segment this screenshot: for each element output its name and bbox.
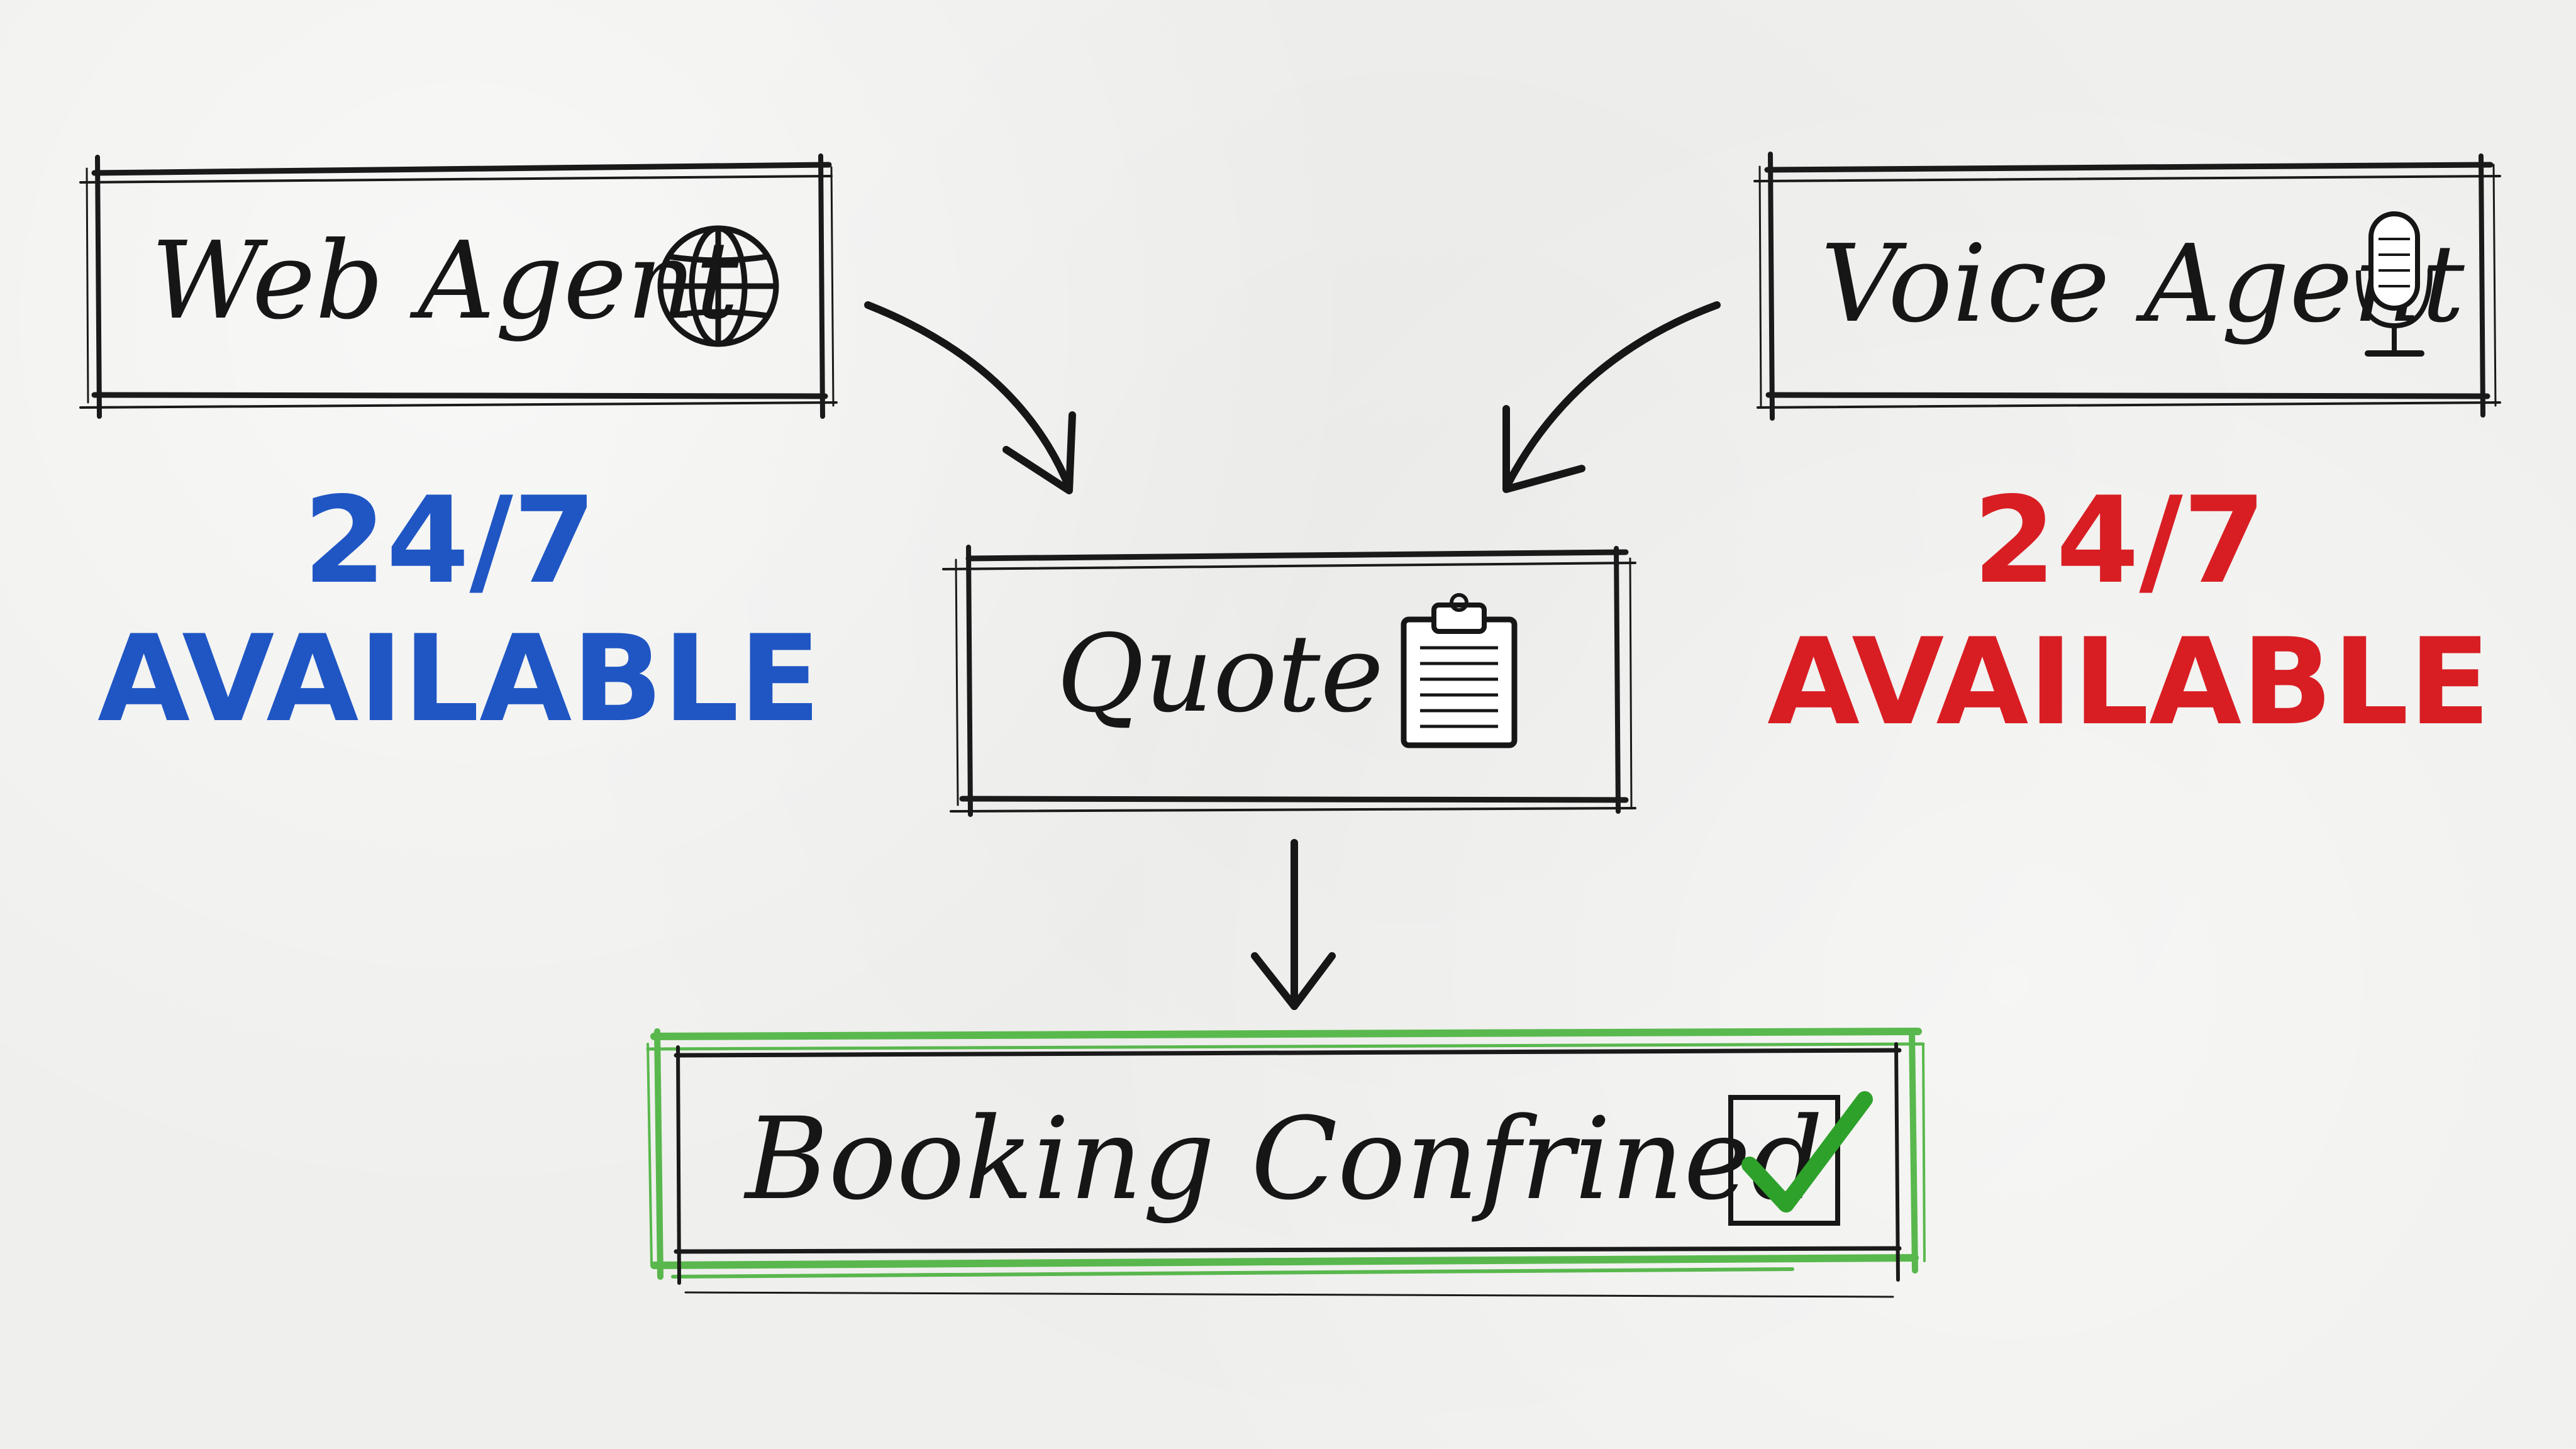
booking-box [674, 1042, 1902, 1298]
voice-availability-text: AVAILABLE [1767, 613, 2490, 752]
voice-availability-hours: 24/7 [1973, 471, 2266, 610]
web-agent-box [79, 153, 838, 419]
voice-agent-node: Voice Agent [1753, 152, 2501, 421]
quote-box [942, 545, 1636, 817]
quote-node: Quote [942, 545, 1636, 817]
voice-agent-label: Voice Agent [1821, 222, 2465, 347]
web-availability-hours: 24/7 [303, 471, 596, 610]
web-agent-node: Web Agent [79, 153, 838, 419]
microphone-icon [2356, 211, 2433, 357]
arrow-voice-to-quote [1502, 301, 1721, 493]
checkbox-checked-icon [1728, 1091, 1873, 1226]
quote-label: Quote [1057, 612, 1384, 736]
arrow-web-to-quote [864, 301, 1076, 494]
voice-agent-box [1753, 152, 2501, 421]
web-availability-badge: 24/7 AVAILABLE [97, 471, 821, 748]
booking-label: Booking Confrined [743, 1094, 1823, 1225]
arrow-quote-to-booking [1251, 839, 1336, 1010]
booking-box-glow [646, 1028, 1926, 1280]
clipboard-icon [1401, 593, 1518, 748]
globe-icon [657, 225, 779, 347]
web-availability-text: AVAILABLE [97, 609, 821, 748]
voice-availability-badge: 24/7 AVAILABLE [1767, 471, 2490, 752]
web-agent-label: Web Agent [151, 219, 739, 343]
booking-node: Booking Confrined [646, 1028, 1926, 1298]
